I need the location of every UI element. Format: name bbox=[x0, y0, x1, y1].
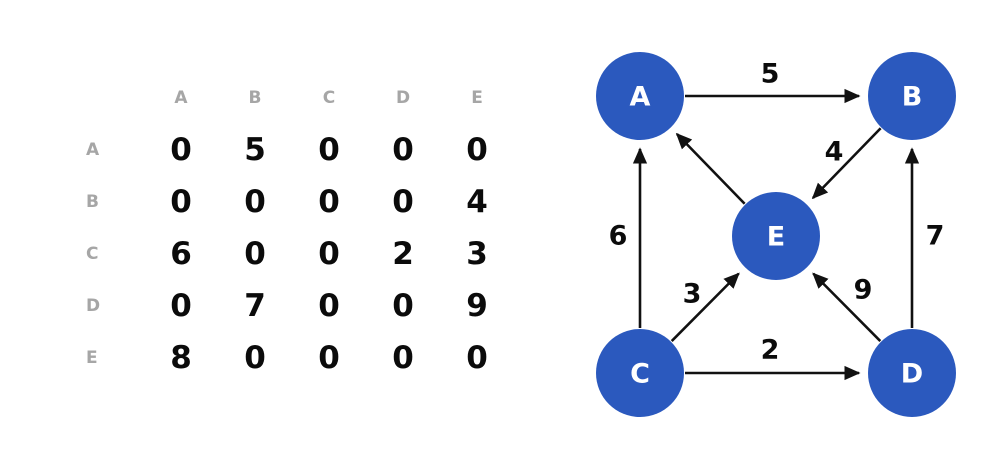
edge-weight-c-e: 3 bbox=[683, 279, 702, 310]
matrix-cell-b-c: 0 bbox=[318, 184, 340, 220]
graph-node-label-b: B bbox=[902, 82, 923, 113]
graph-node-d[interactable] bbox=[868, 329, 956, 417]
matrix-column-header-row: A B C D E bbox=[70, 72, 514, 124]
matrix-row-header-b: B bbox=[86, 192, 99, 212]
table-row: C 6 0 0 2 3 bbox=[70, 228, 514, 280]
edge-weight-b-e: 4 bbox=[825, 137, 844, 168]
matrix-row-header-e: E bbox=[86, 348, 98, 368]
edge-e-to-a bbox=[675, 132, 746, 205]
matrix-cell-e-b: 0 bbox=[244, 340, 266, 376]
matrix-cell-a-c: 0 bbox=[318, 132, 340, 168]
adjacency-matrix-panel: A B C D E A 0 5 0 0 0 B 0 bbox=[70, 72, 514, 384]
edge-weight-a-b: 5 bbox=[761, 59, 780, 90]
graph-node-layer: A B C D E bbox=[596, 52, 956, 417]
matrix-col-header-b: B bbox=[248, 88, 262, 108]
matrix-cell-e-d: 0 bbox=[392, 340, 414, 376]
matrix-cell-d-e: 9 bbox=[466, 288, 488, 324]
table-row: A 0 5 0 0 0 bbox=[70, 124, 514, 176]
graph-node-b[interactable] bbox=[868, 52, 956, 140]
matrix-cell-d-d: 0 bbox=[392, 288, 414, 324]
matrix-cell-d-c: 0 bbox=[318, 288, 340, 324]
graph-node-label-c: C bbox=[630, 359, 650, 390]
matrix-cell-b-b: 0 bbox=[244, 184, 266, 220]
matrix-cell-c-a: 6 bbox=[170, 236, 192, 272]
matrix-cell-e-c: 0 bbox=[318, 340, 340, 376]
adjacency-matrix-table: A B C D E A 0 5 0 0 0 B 0 bbox=[70, 72, 514, 384]
graph-node-label-d: D bbox=[901, 359, 923, 390]
matrix-cell-d-b: 7 bbox=[244, 288, 266, 324]
matrix-col-header-a: A bbox=[174, 88, 188, 108]
matrix-row-header-c: C bbox=[86, 244, 99, 264]
graph-edge-layer bbox=[632, 88, 920, 381]
edge-weight-c-d: 2 bbox=[761, 335, 780, 366]
graph-node-c[interactable] bbox=[596, 329, 684, 417]
graph-weight-label-layer: 5 4 6 2 3 7 9 bbox=[609, 59, 945, 366]
graph-node-label-a: A bbox=[630, 82, 651, 113]
matrix-cell-c-e: 3 bbox=[466, 236, 488, 272]
matrix-cell-e-a: 8 bbox=[170, 340, 192, 376]
matrix-cell-c-d: 2 bbox=[392, 236, 414, 272]
graph-node-e[interactable] bbox=[732, 192, 820, 280]
matrix-row-header-a: A bbox=[86, 140, 100, 160]
matrix-cell-e-e: 0 bbox=[466, 340, 488, 376]
graph-svg: A B C D E 5 4 6 2 3 7 9 bbox=[596, 52, 956, 417]
matrix-col-header-d: D bbox=[395, 88, 411, 108]
graph-node-a[interactable] bbox=[596, 52, 684, 140]
matrix-body: A 0 5 0 0 0 B 0 0 0 0 4 C 6 bbox=[70, 124, 514, 384]
matrix-cell-a-e: 0 bbox=[466, 132, 488, 168]
matrix-cell-d-a: 0 bbox=[170, 288, 192, 324]
table-row: B 0 0 0 0 4 bbox=[70, 176, 514, 228]
edge-weight-d-e: 9 bbox=[854, 275, 873, 306]
edge-weight-c-a: 6 bbox=[609, 221, 628, 252]
matrix-cell-b-e: 4 bbox=[466, 184, 488, 220]
directed-graph-panel: A B C D E 5 4 6 2 3 7 9 bbox=[520, 0, 1008, 464]
matrix-cell-a-d: 0 bbox=[392, 132, 414, 168]
matrix-cell-b-d: 0 bbox=[392, 184, 414, 220]
matrix-col-header-e: E bbox=[471, 88, 483, 108]
table-row: D 0 7 0 0 9 bbox=[70, 280, 514, 332]
matrix-corner-cell bbox=[70, 72, 144, 124]
matrix-cell-b-a: 0 bbox=[170, 184, 192, 220]
edge-c-to-e bbox=[670, 272, 740, 342]
edge-d-to-e bbox=[812, 272, 882, 342]
matrix-cell-c-c: 0 bbox=[318, 236, 340, 272]
edge-weight-d-b: 7 bbox=[926, 221, 945, 252]
graph-node-label-e: E bbox=[767, 222, 785, 253]
matrix-cell-a-b: 5 bbox=[244, 132, 266, 168]
edge-b-to-e bbox=[811, 127, 882, 200]
matrix-col-header-c: C bbox=[322, 88, 336, 108]
matrix-row-header-d: D bbox=[86, 296, 101, 316]
table-row: E 8 0 0 0 0 bbox=[70, 332, 514, 384]
matrix-cell-a-a: 0 bbox=[170, 132, 192, 168]
matrix-header-row-group: A B C D E bbox=[70, 72, 514, 124]
matrix-cell-c-b: 0 bbox=[244, 236, 266, 272]
